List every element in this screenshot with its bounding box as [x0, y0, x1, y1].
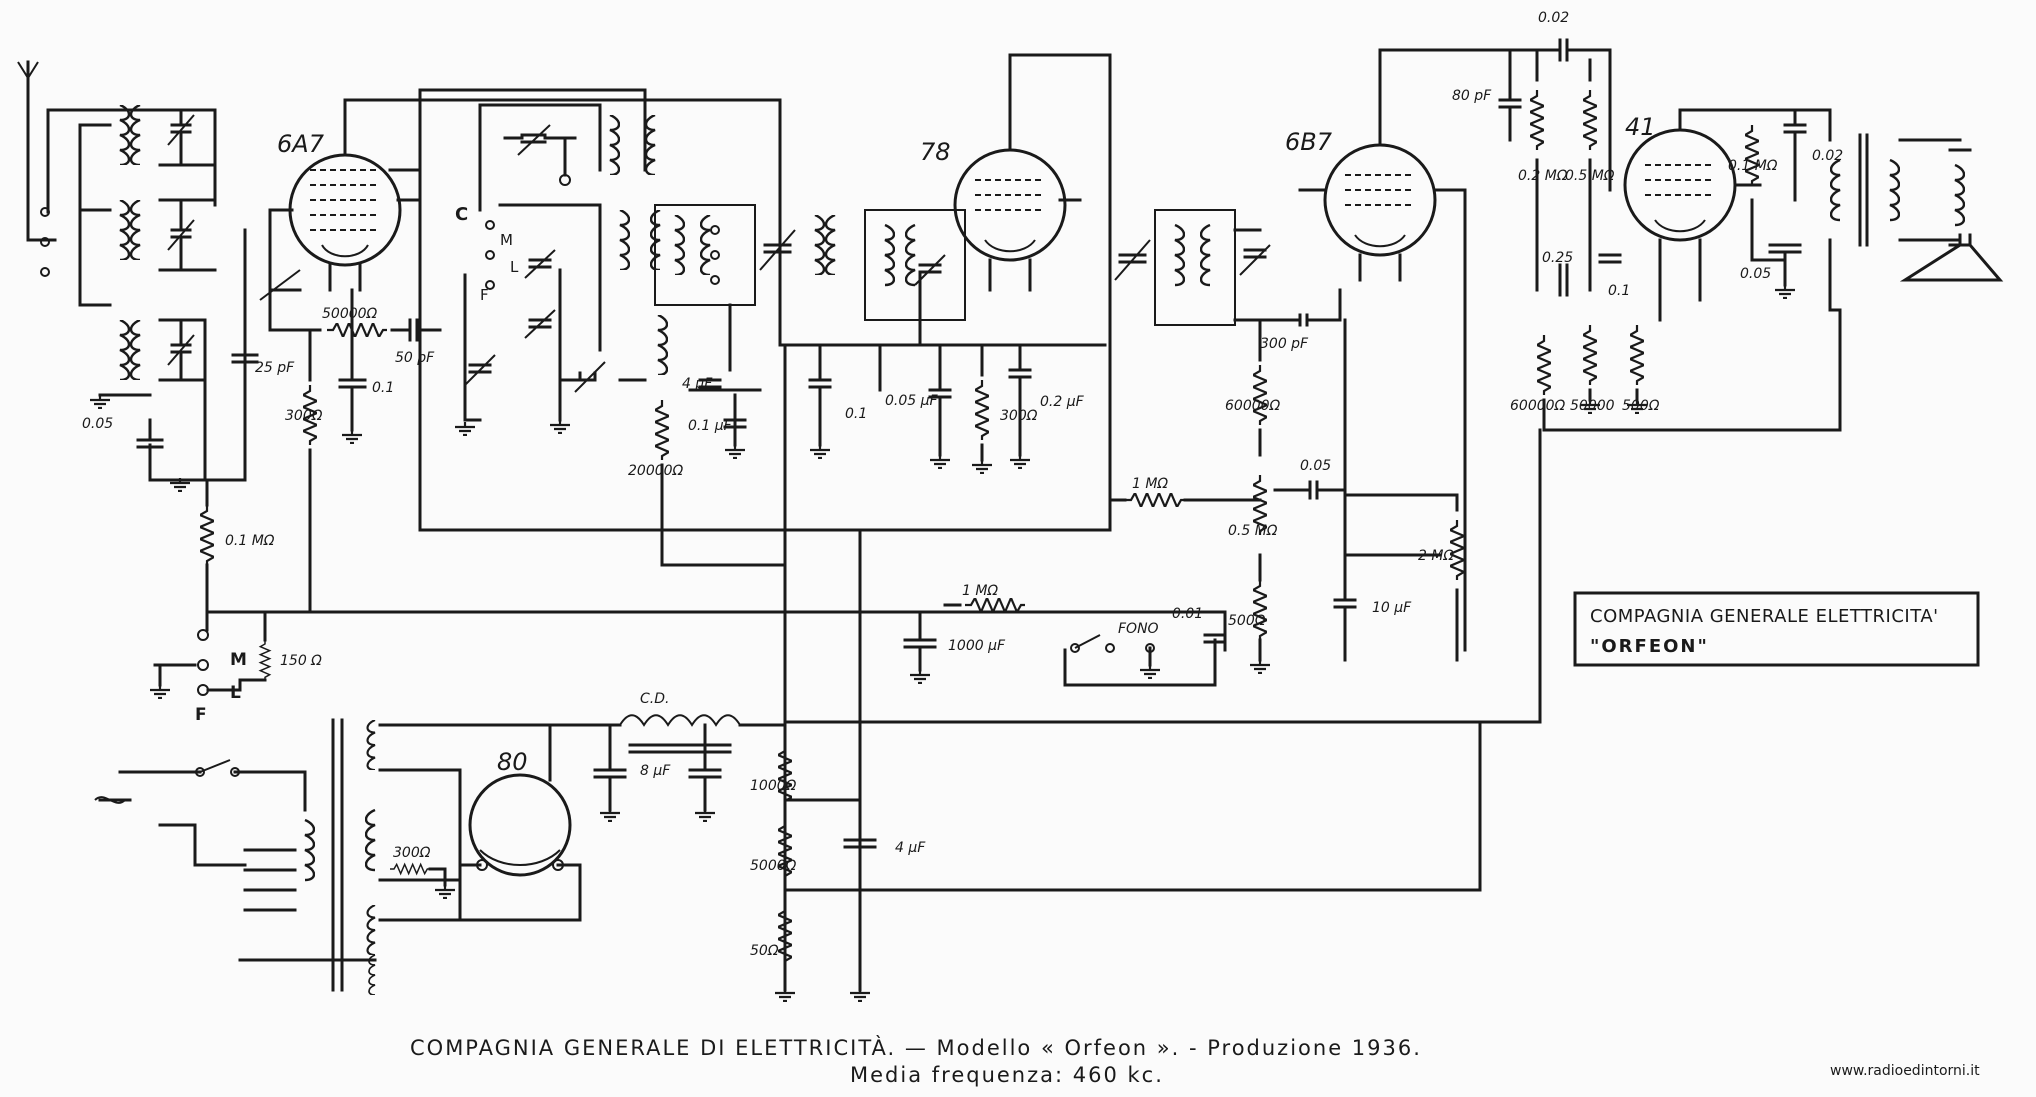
converter-network: 50000Ω 50 pF 0.1 300Ω — [259, 208, 442, 614]
c002-label: 0.02 — [1538, 10, 1569, 26]
c005mf-label: 0.05 µF — [885, 393, 939, 409]
tube-78-label: 78 — [920, 138, 951, 166]
tube-41: 41 — [1623, 108, 1762, 322]
c002-out-label: 0.02 — [1812, 148, 1843, 164]
trimmer-cap — [167, 198, 195, 272]
r01m-label: 0.1 MΩ — [225, 533, 275, 549]
if-transformer-2 — [1108, 198, 1271, 347]
if-amp-network: 0.05 µF 300Ω 0.2 µF — [864, 209, 1085, 474]
trimmer-cap — [464, 354, 496, 386]
c300pf-label: 300 pF — [1260, 336, 1309, 352]
r500-label: 500Ω — [1228, 613, 1266, 629]
r-bleed-label: 50Ω — [750, 943, 779, 959]
r300-cathode-label: 300Ω — [285, 408, 323, 424]
detector-network: 300 pF 60000Ω 1 MΩ 0.05 0.5 MΩ 500Ω 10 µ… — [1108, 288, 1464, 674]
tube-80-label: 80 — [497, 748, 528, 776]
gang-cap — [759, 229, 796, 271]
c01-label: 0.1 — [372, 380, 394, 396]
c025-label: 0.25 — [1542, 250, 1573, 266]
r02m-label: 0.2 MΩ — [1518, 168, 1568, 184]
gang-cap — [1239, 244, 1271, 276]
switch-c-label: C — [455, 204, 468, 225]
oscillator-section: C M L F — [418, 88, 1112, 532]
switch-l2-label: L — [510, 258, 519, 276]
trimmer-cap — [524, 249, 556, 279]
capacitor-c25 — [231, 338, 259, 382]
r01m-b-label: 0.1 MΩ — [1728, 158, 1778, 174]
c01mf-label: 0.1 µF — [688, 418, 733, 434]
band-switch[interactable]: 150 Ω M L F — [148, 610, 322, 725]
switch-f2-label: F — [480, 286, 489, 304]
caption: COMPAGNIA GENERALE DI ELETTRICITÀ. — Mod… — [410, 1035, 1422, 1087]
c8mf-label: 8 µF — [640, 763, 671, 779]
trimmer-cap — [167, 108, 195, 167]
bus-lines: 1000 µF 1 MΩ FONO 0.01 — [205, 343, 1542, 982]
c1000mf-label: 1000 µF — [948, 638, 1006, 654]
caption-line2: Media frequenza: 460 kc. — [850, 1063, 1164, 1087]
r1m-b-label: 1 MΩ — [962, 583, 998, 599]
c01b-label: 0.1 — [845, 406, 867, 422]
power-supply: 300Ω 80 C.D. 8 µF 1000Ω 5000Ω — [94, 691, 926, 1002]
tube-6a7-label: 6A7 — [277, 130, 325, 158]
c4mf-b-label: 4 µF — [895, 840, 926, 856]
tube-80: 80 — [378, 723, 582, 922]
c80pf-label: 80 pF — [1452, 88, 1492, 104]
r20000-label: 20000Ω — [628, 463, 684, 479]
tube-6b7-label: 6B7 — [1285, 128, 1333, 156]
c10mf-label: 10 µF — [1372, 600, 1412, 616]
if-transformer-1: 4 µF 0.1 µF 20000Ω 0.1 — [628, 98, 1107, 567]
c005-det-label: 0.05 — [1300, 458, 1331, 474]
c25-label: 25 pF — [255, 360, 295, 376]
r1m-label: 1 MΩ — [1132, 476, 1168, 492]
r05m-label: 0.5 MΩ — [1228, 523, 1278, 539]
antenna-icon — [17, 60, 39, 242]
r1000-label: 1000Ω — [750, 778, 797, 794]
tube-78: 78 — [920, 53, 1112, 292]
switch-f-label: F — [195, 705, 207, 725]
caption-line1: COMPAGNIA GENERALE DI ELETTRICITÀ. — Mod… — [410, 1035, 1422, 1060]
capacitor-c005 — [136, 418, 164, 482]
tube-6b7: 6B7 — [1285, 48, 1522, 652]
title-box-line1: COMPAGNIA GENERALE ELETTRICITA' — [1590, 606, 1939, 627]
c005-out-label: 0.05 — [1740, 266, 1771, 282]
antenna-section: 0.05 25 pF 0.1 MΩ — [17, 60, 295, 614]
ac-plug-icon — [94, 796, 132, 804]
c005-label: 0.05 — [82, 416, 113, 432]
r2m-label: 2 MΩ — [1418, 548, 1454, 564]
c02mf-label: 0.2 µF — [1040, 394, 1085, 410]
c001-label: 0.01 — [1172, 606, 1203, 622]
title-box: COMPAGNIA GENERALE ELETTRICITA' "ORFEON" — [1573, 591, 1980, 667]
coupling-network: 0.02 80 pF 0.2 MΩ 0.5 MΩ 0.25 0.1 60000Ω… — [1452, 10, 1842, 432]
tube-41-label: 41 — [1625, 113, 1656, 141]
r5000-label: 5000Ω — [750, 858, 797, 874]
switch-m-label: M — [230, 650, 247, 670]
fono-switch[interactable]: FONO — [1063, 621, 1217, 687]
c01-out-label: 0.1 — [1608, 283, 1630, 299]
switch-m2-label: M — [500, 231, 513, 249]
choke-label: C.D. — [640, 691, 669, 707]
watermark: www.radioedintorni.it — [1830, 1063, 1980, 1079]
gang-cap — [1114, 239, 1151, 281]
trimmer-cap — [517, 124, 551, 156]
switch-l-label: L — [230, 683, 241, 703]
fono-label: FONO — [1118, 621, 1159, 637]
output-network: 0.1 MΩ 0.05 0.02 — [1728, 108, 2004, 312]
trimmer-cap — [167, 318, 195, 382]
tube-6a7: 6A7 — [268, 98, 782, 292]
title-box-line2: "ORFEON" — [1590, 636, 1709, 657]
c50pf-label: 50 pF — [395, 350, 435, 366]
r150-label: 150 Ω — [280, 653, 322, 669]
r300-fil-label: 300Ω — [393, 845, 431, 861]
r60000-b-label: 60000Ω — [1510, 398, 1566, 414]
trimmer-cap — [524, 309, 556, 339]
c4mf-label: 4 µF — [682, 376, 713, 392]
r50000-label: 50000Ω — [322, 306, 378, 322]
speaker-icon — [1899, 148, 2004, 282]
r60000-det-label: 60000Ω — [1225, 398, 1281, 414]
